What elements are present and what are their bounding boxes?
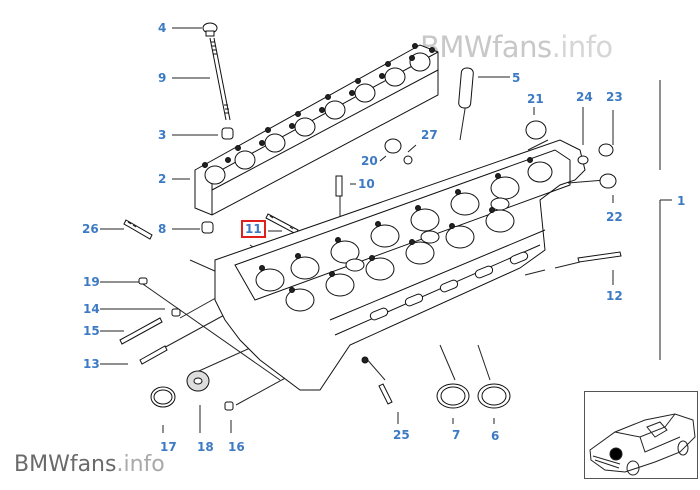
callout-22[interactable]: 22 <box>606 210 623 224</box>
vehicle-location-thumbnail <box>584 391 698 479</box>
studs-26-11 <box>123 213 299 240</box>
callout-23[interactable]: 23 <box>606 90 623 104</box>
callout-14[interactable]: 14 <box>83 302 100 316</box>
callout-1[interactable]: 1 <box>677 194 686 208</box>
callout-21[interactable]: 21 <box>527 92 544 106</box>
callout-15[interactable]: 15 <box>83 324 100 338</box>
camshaft-bearing-bridge <box>194 43 439 216</box>
watermark-top: BMWfans.info <box>420 30 613 64</box>
callout-10[interactable]: 10 <box>358 177 375 191</box>
callout-26[interactable]: 26 <box>82 222 99 236</box>
callout-20[interactable]: 20 <box>361 154 378 168</box>
callout-25[interactable]: 25 <box>393 428 410 442</box>
watermark-suffix: .info <box>116 452 165 477</box>
callout-2[interactable]: 2 <box>158 172 167 186</box>
callout-13[interactable]: 13 <box>83 357 100 371</box>
car-outline-icon <box>589 413 696 476</box>
callout-3[interactable]: 3 <box>158 128 167 142</box>
plugs-and-seals <box>335 67 622 263</box>
callout-4[interactable]: 4 <box>158 21 167 35</box>
watermark-brand: BMWfans <box>420 30 552 64</box>
cylinder-head <box>214 139 586 391</box>
callout-19[interactable]: 19 <box>83 275 100 289</box>
watermark-brand: BMWfans <box>14 452 117 477</box>
callout-27[interactable]: 27 <box>421 128 438 142</box>
callout-12[interactable]: 12 <box>606 289 623 303</box>
callout-6[interactable]: 6 <box>491 429 500 443</box>
callout-11-highlighted[interactable]: 11 <box>241 220 266 238</box>
engine-location-dot <box>609 447 623 461</box>
callout-8[interactable]: 8 <box>158 222 167 236</box>
callout-7[interactable]: 7 <box>452 428 461 442</box>
callout-5[interactable]: 5 <box>512 71 521 85</box>
callout-18[interactable]: 18 <box>197 440 214 454</box>
watermark-suffix: .info <box>551 30 614 64</box>
callout-17[interactable]: 17 <box>160 440 177 454</box>
watermark-bottom: BMWfans.info <box>14 452 165 477</box>
callout-16[interactable]: 16 <box>228 440 245 454</box>
callout-9[interactable]: 9 <box>158 71 167 85</box>
lower-parts <box>119 277 511 411</box>
bolt-and-stud <box>201 22 234 234</box>
callout-24[interactable]: 24 <box>576 90 593 104</box>
